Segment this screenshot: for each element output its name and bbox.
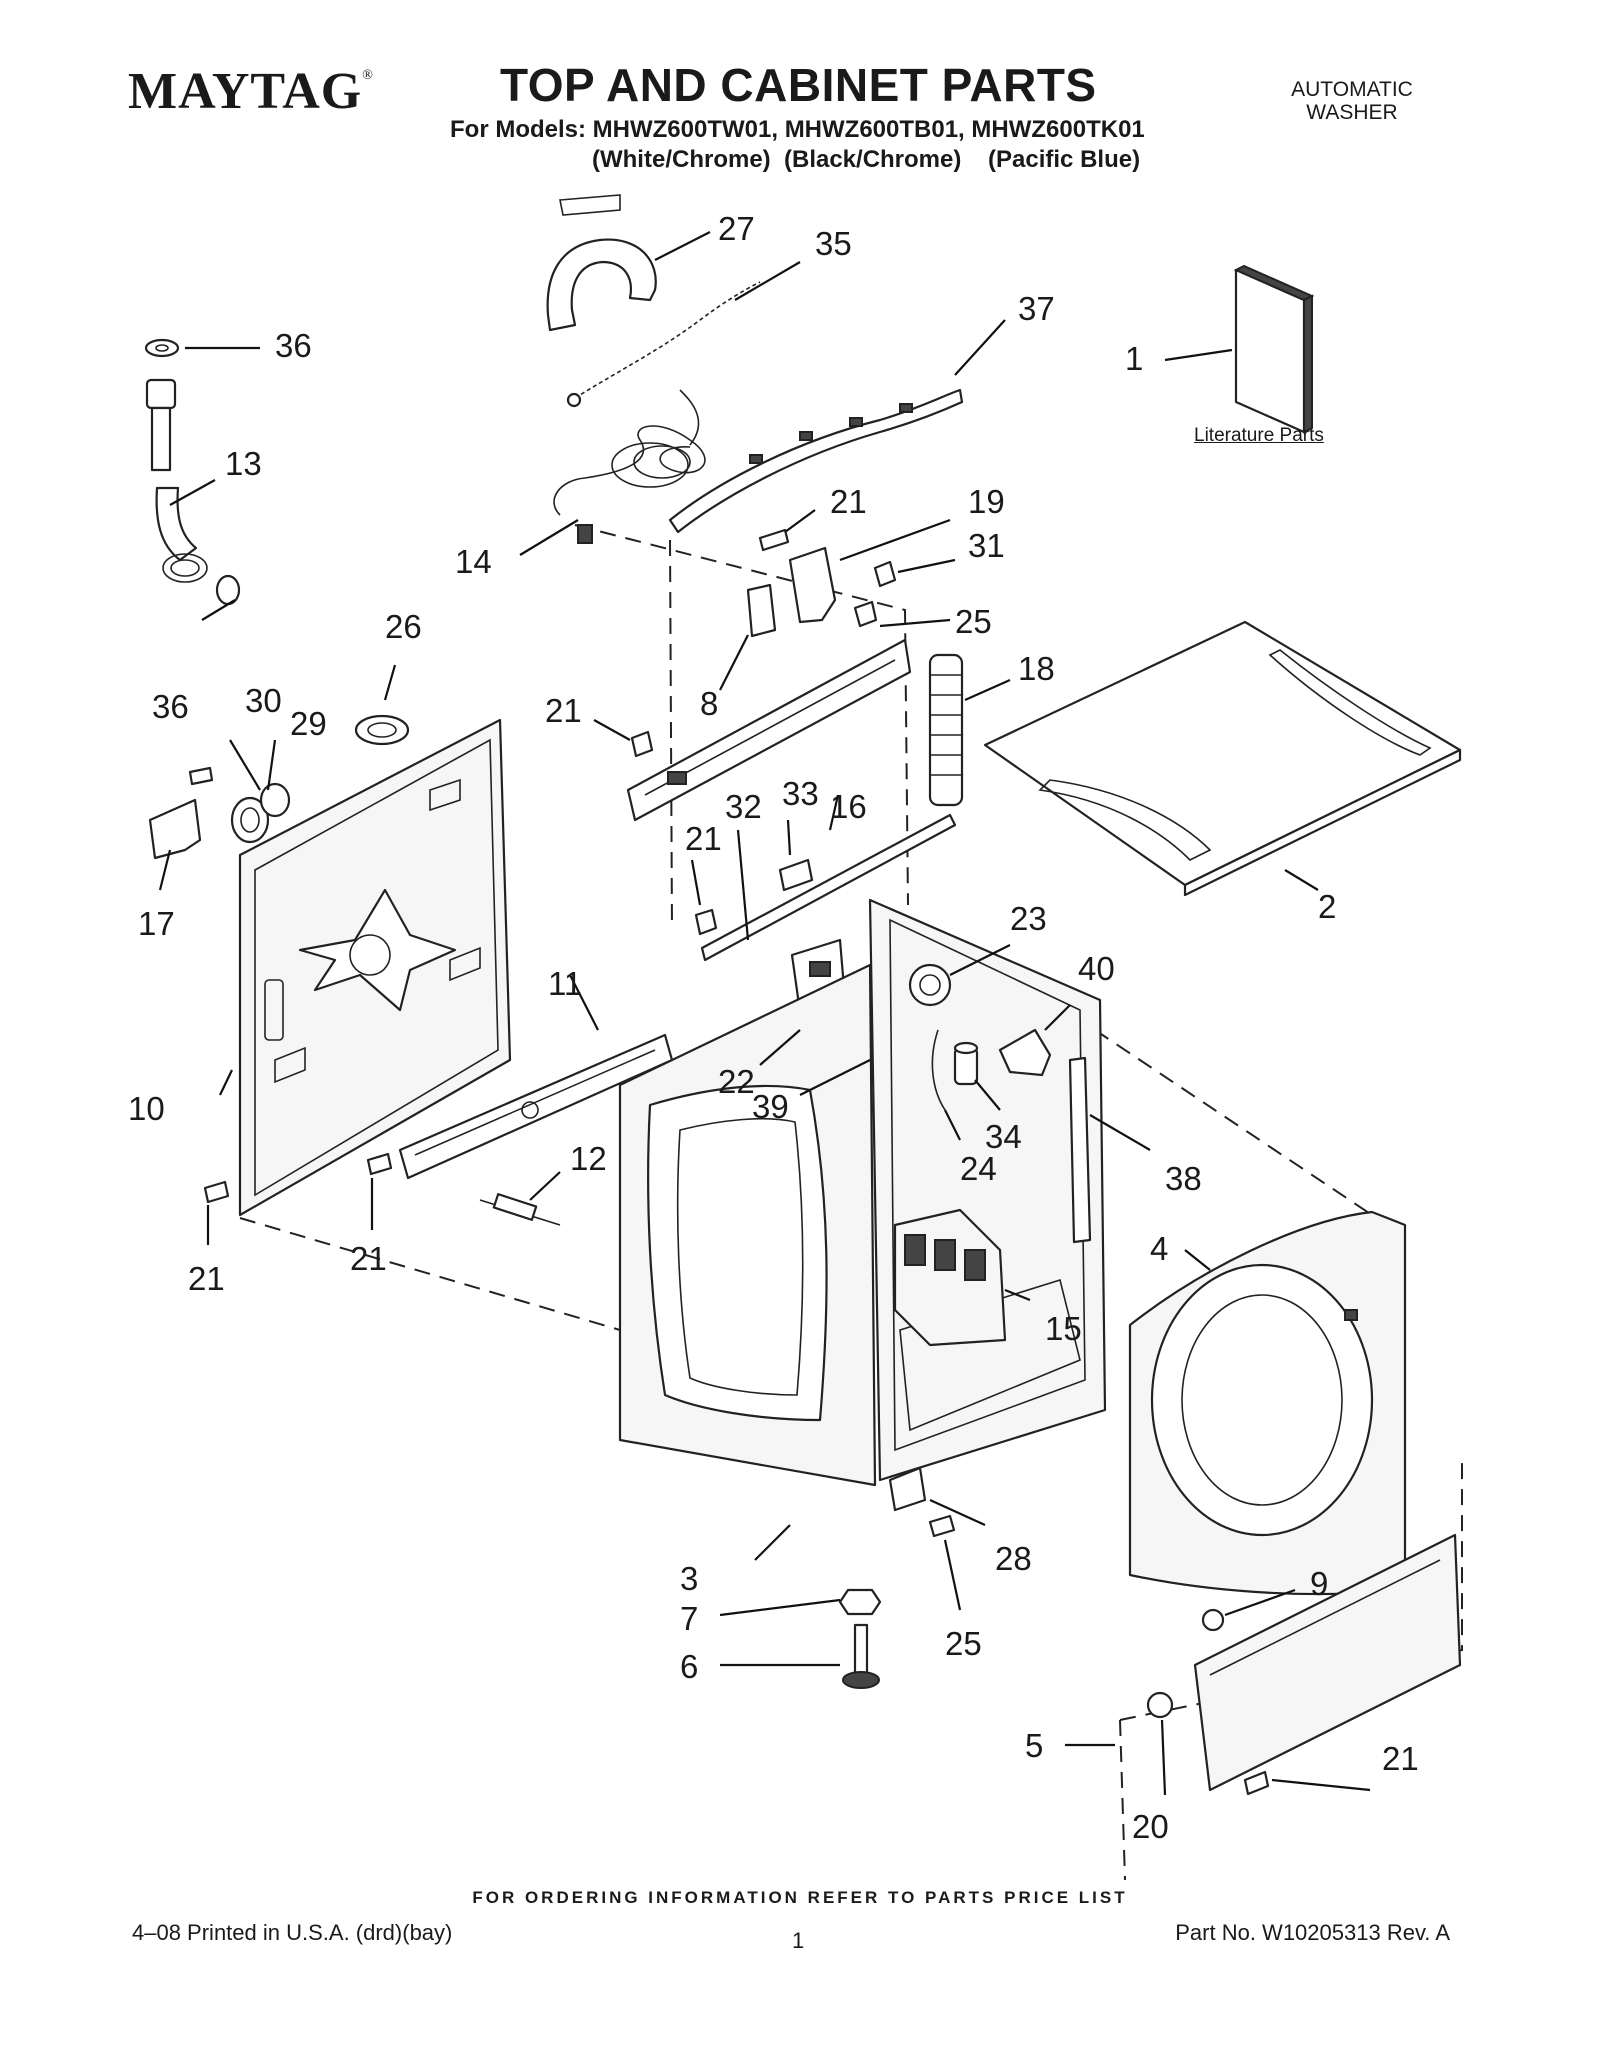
callout-16: 16: [830, 788, 867, 825]
product-type-line1: AUTOMATIC: [1291, 78, 1413, 101]
part-4-front-panel: [1128, 1210, 1407, 1596]
callout-29: 29: [290, 705, 327, 742]
part-number: Part No. W10205313 Rev. A: [1175, 1920, 1450, 1945]
callout-21b: 21: [545, 692, 582, 729]
models-line: For Models: MHWZ600TW01, MHWZ600TB01, MH…: [450, 116, 1145, 143]
ordering-note: FOR ORDERING INFORMATION REFER TO PARTS …: [472, 1888, 1128, 1907]
part-38-rail: [1068, 1056, 1092, 1244]
callout-10: 10: [128, 1090, 165, 1127]
part-39-cabinet-frame: [868, 898, 1107, 1482]
part-18-hose: [928, 653, 964, 807]
callout-7: 7: [680, 1600, 698, 1637]
callout-6: 6: [680, 1648, 698, 1685]
colors-line: (White/Chrome) (Black/Chrome) (Pacific B…: [592, 146, 1141, 173]
product-type-line2: WASHER: [1306, 101, 1398, 124]
page-number: 1: [792, 1928, 805, 1953]
part-8-clip: [746, 583, 777, 638]
part-28-bracket: [888, 1466, 927, 1512]
callout-13: 13: [225, 445, 262, 482]
callout-26: 26: [385, 608, 422, 645]
part-7-nut: [838, 1588, 882, 1616]
fasteners: [203, 528, 1270, 1796]
part-15-module: [893, 1208, 1007, 1347]
part-37-harness-bar: [668, 388, 964, 534]
part-13-hose: [145, 378, 208, 583]
callout-20: 20: [1132, 1808, 1169, 1845]
part-19-bracket: [788, 546, 837, 624]
part-24-hose: [931, 1029, 946, 1111]
callout-33: 33: [782, 775, 819, 812]
callout-34: 34: [985, 1118, 1022, 1155]
part-16-bracket: [626, 638, 912, 822]
callout-21d: 21: [350, 1240, 387, 1277]
product-type: AUTOMATIC WASHER: [1252, 78, 1452, 124]
part-27-clip: [546, 194, 657, 332]
callout-labels: 27 35 37 36 1 13 21 19 31 14 25 26 8 18 …: [128, 210, 1419, 1845]
callout-18: 18: [1018, 650, 1055, 687]
literature-parts-label: Literature Parts: [1194, 425, 1324, 446]
callout-1: 1: [1125, 340, 1143, 377]
part-35-eyelet: [566, 392, 582, 408]
brand-logo: MAYTAG®: [128, 63, 374, 120]
part-29-inlet: [230, 782, 291, 844]
part-1-literature: [1233, 264, 1315, 434]
callout-11: 11: [548, 965, 582, 1002]
part-40-bracket: [998, 1028, 1052, 1077]
callout-35: 35: [815, 225, 852, 262]
callout-28: 28: [995, 1540, 1032, 1577]
callout-17: 17: [138, 905, 175, 942]
part-30-screw: [188, 766, 214, 786]
part-14-harness: [553, 389, 706, 544]
callout-27: 27: [718, 210, 755, 247]
callout-14: 14: [455, 543, 492, 580]
callout-19: 19: [968, 483, 1005, 520]
callout-15: 15: [1045, 1310, 1082, 1347]
callout-36b: 36: [152, 688, 189, 725]
callout-5: 5: [1025, 1727, 1043, 1764]
callout-38: 38: [1165, 1160, 1202, 1197]
callout-12: 12: [570, 1140, 607, 1177]
print-info: 4–08 Printed in U.S.A. (drd)(bay): [132, 1920, 453, 1945]
callout-32: 32: [725, 788, 762, 825]
callout-3: 3: [680, 1560, 698, 1597]
part-36-washer-top: [144, 338, 180, 358]
callout-24: 24: [960, 1150, 997, 1187]
part-6-leg: [842, 1623, 880, 1689]
page-title: TOP AND CABINET PARTS: [500, 59, 1097, 111]
part-23-cap: [908, 963, 952, 1007]
part-12-rod: [479, 1193, 561, 1226]
callout-31: 31: [968, 527, 1005, 564]
part-26-grommet: [354, 714, 410, 746]
callout-21c: 21: [685, 820, 722, 857]
part-36-washer-bottom: [215, 574, 241, 606]
part-17-clip: [148, 798, 202, 860]
part-35-tie: [574, 281, 761, 399]
part-32-strip: [700, 813, 957, 962]
callout-25b: 25: [945, 1625, 982, 1662]
part-5-pedestal: [1193, 1533, 1462, 1792]
callout-40: 40: [1078, 950, 1115, 987]
callout-8: 8: [700, 685, 718, 722]
callout-25a: 25: [955, 603, 992, 640]
callout-37: 37: [1018, 290, 1055, 327]
part-2-top-panel: [983, 620, 1462, 897]
callout-36: 36: [275, 327, 312, 364]
callout-21e: 21: [188, 1260, 225, 1297]
callout-21f: 21: [1382, 1740, 1419, 1777]
callout-23: 23: [1010, 900, 1047, 937]
part-3-cabinet: [618, 963, 877, 1487]
callout-9: 9: [1310, 1565, 1328, 1602]
callout-2: 2: [1318, 888, 1336, 925]
callout-4: 4: [1150, 1230, 1168, 1267]
part-10-rear-panel: [238, 718, 512, 1217]
part-34-cylinder: [953, 1041, 979, 1086]
callout-30: 30: [245, 682, 282, 719]
callout-39: 39: [752, 1088, 789, 1125]
callout-21a: 21: [830, 483, 867, 520]
callout-22: 22: [718, 1063, 755, 1100]
part-33-pad: [778, 858, 814, 892]
callout-leaders: [158, 231, 1371, 1796]
